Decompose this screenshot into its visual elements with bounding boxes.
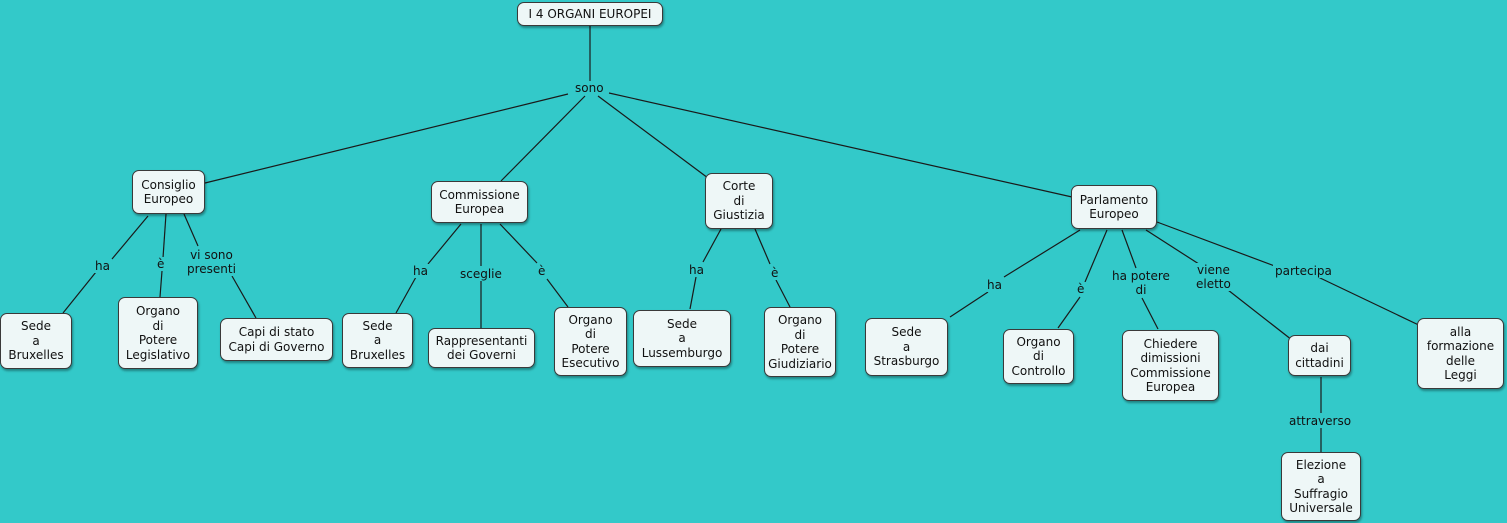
link-label-parlamento-ha-potere-di: ha potere di — [1110, 269, 1172, 297]
target-node-commissione-rappresentanti[interactable]: Rappresentanti dei Governi — [428, 328, 535, 368]
link-label-commissione-e: è — [536, 264, 548, 278]
target-node-parlamento-leggi[interactable]: alla formazione delle Leggi — [1417, 318, 1504, 389]
target-node-consiglio-organo[interactable]: Organo di Potere Legislativo — [118, 297, 198, 369]
link-label-sono: sono — [573, 81, 606, 95]
target-node-consiglio-sede[interactable]: Sede a Bruxelles — [0, 313, 72, 369]
link-label-commissione-sceglie: sceglie — [458, 267, 504, 281]
link-label-attraverso: attraverso — [1287, 414, 1354, 428]
target-node-consiglio-capi[interactable]: Capi di stato Capi di Governo — [220, 318, 333, 361]
link-label-consiglio-e: è — [155, 257, 167, 271]
link-label-commissione-ha: ha — [411, 264, 430, 278]
target-node-commissione-organo[interactable]: Organo di Potere Esecutivo — [554, 307, 627, 376]
root-node[interactable]: I 4 ORGANI EUROPEI — [517, 2, 663, 26]
link-label-corte-e: è — [769, 266, 781, 280]
organ-node-commissione[interactable]: Commissione Europea — [431, 181, 528, 223]
target-node-parlamento-chiedere[interactable]: Chiedere dimissioni Commissione Europea — [1122, 330, 1219, 401]
organ-node-parlamento[interactable]: Parlamento Europeo — [1071, 185, 1157, 229]
target-node-parlamento-sede[interactable]: Sede a Strasburgo — [865, 318, 948, 376]
link-label-consiglio-ha: ha — [93, 259, 112, 273]
organ-node-consiglio[interactable]: Consiglio Europeo — [132, 170, 205, 214]
link-label-parlamento-partecipa: partecipa — [1273, 264, 1334, 278]
organ-node-corte[interactable]: Corte di Giustizia — [705, 173, 773, 229]
target-node-parlamento-cittadini[interactable]: dai cittadini — [1288, 335, 1351, 376]
target-node-corte-sede[interactable]: Sede a Lussemburgo — [633, 310, 731, 367]
target-node-parlamento-organo[interactable]: Organo di Controllo — [1003, 329, 1074, 384]
link-label-parlamento-ha: ha — [985, 278, 1004, 292]
link-label-corte-ha: ha — [687, 263, 706, 277]
target-node-elezione[interactable]: Elezione a Suffragio Universale — [1281, 452, 1361, 521]
link-label-parlamento-viene-eletto: viene eletto — [1194, 263, 1233, 291]
target-node-corte-organo[interactable]: Organo di Potere Giudiziario — [764, 307, 836, 377]
link-label-consiglio-vi-sono-presenti: vi sono presenti — [185, 248, 238, 276]
target-node-commissione-sede[interactable]: Sede a Bruxelles — [342, 313, 413, 368]
link-label-parlamento-e: è — [1075, 282, 1087, 296]
